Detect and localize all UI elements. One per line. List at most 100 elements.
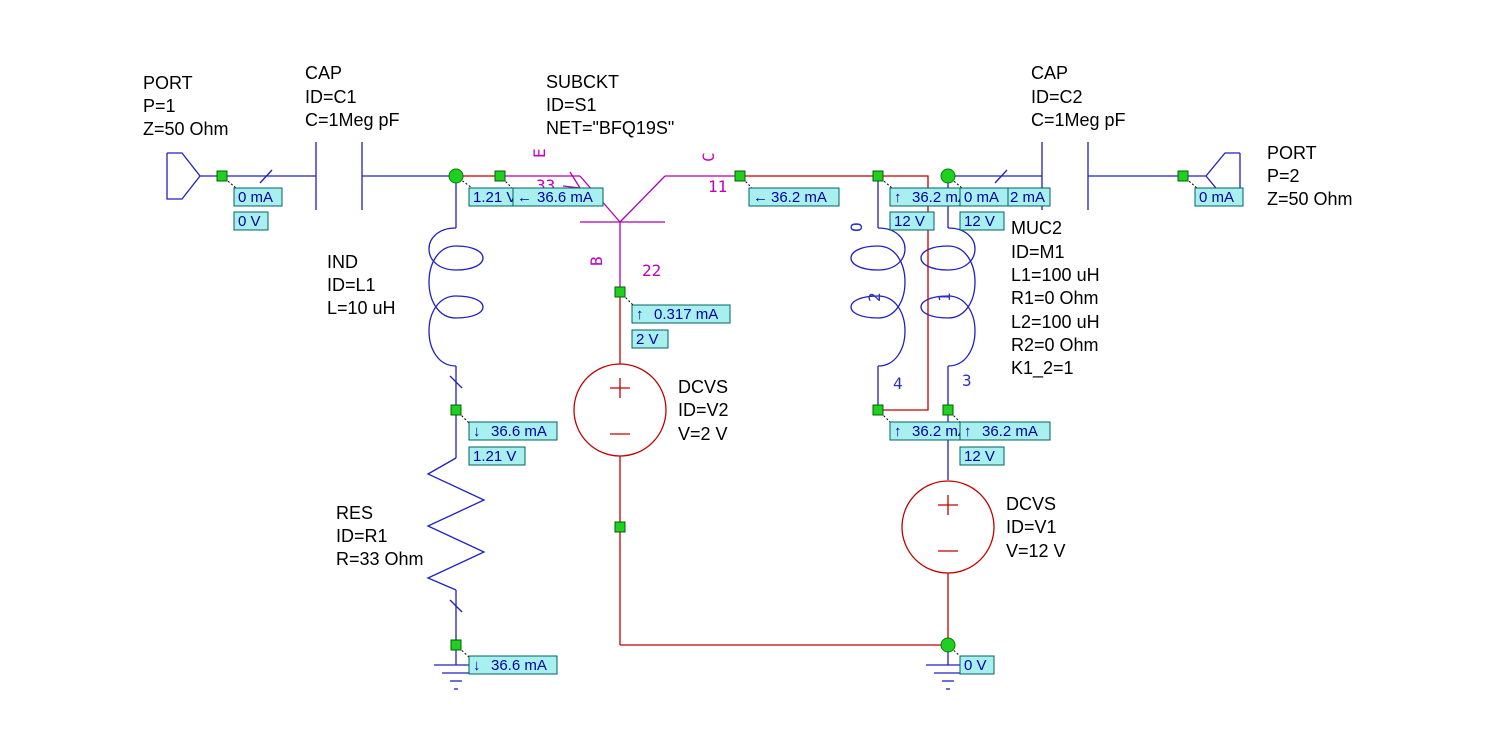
node-port1 xyxy=(216,170,228,182)
svg-text:↑: ↑ xyxy=(636,306,644,323)
dcvs2-v: V=2 V xyxy=(678,424,728,444)
muc2-type: MUC2 xyxy=(1011,218,1062,238)
res-type: RES xyxy=(336,503,373,523)
cap2-c: C=1Meg pF xyxy=(1031,110,1126,130)
subckt-id: ID=S1 xyxy=(546,95,597,115)
ind-l: L=10 uH xyxy=(327,298,396,318)
svg-text:12 V: 12 V xyxy=(964,213,995,230)
muc2-r1: R1=0 Ohm xyxy=(1011,288,1099,308)
muc2-coil1-label: 1 xyxy=(935,292,954,302)
muc2-id: ID=M1 xyxy=(1011,242,1065,262)
node-emitter xyxy=(494,170,506,182)
port1-p: P=1 xyxy=(143,96,176,116)
cap1-id: ID=C1 xyxy=(305,87,357,107)
svg-text:0 mA: 0 mA xyxy=(238,189,273,206)
svg-text:2 V: 2 V xyxy=(636,331,659,348)
dcvs1-type: DCVS xyxy=(1006,494,1056,514)
svg-text:0 V: 0 V xyxy=(238,213,261,230)
dcvs1-id: ID=V1 xyxy=(1006,517,1057,537)
node-ground-left xyxy=(450,639,462,651)
svg-text:36.2 mA: 36.2 mA xyxy=(771,189,827,206)
muc2-l2: L2=100 uH xyxy=(1011,312,1100,332)
muc2-l1: L1=100 uH xyxy=(1011,265,1100,285)
cap2-type: CAP xyxy=(1031,63,1068,83)
node-emitter-junction xyxy=(448,168,464,184)
dcvs-v2[interactable] xyxy=(573,292,667,645)
ann-muc-top-v1[interactable]: 12 V xyxy=(959,211,1005,231)
ann-gnd-r-i[interactable]: ↓ 36.6 mA xyxy=(468,655,558,675)
port2-p: P=2 xyxy=(1267,166,1300,186)
ann-port1-i[interactable]: 0 mA xyxy=(233,187,283,207)
ann-cap2-i-hidden[interactable]: 2 mA xyxy=(997,187,1051,207)
inductor-l1[interactable] xyxy=(428,176,484,410)
muc2-k: K1_2=1 xyxy=(1011,358,1074,379)
subckt-node-22: 22 xyxy=(642,261,661,280)
ind-type: IND xyxy=(327,252,358,272)
svg-text:0 mA: 0 mA xyxy=(964,189,999,206)
muc2-node4: 4 xyxy=(893,374,903,393)
dcvs-v1[interactable] xyxy=(901,410,995,645)
svg-text:12 V: 12 V xyxy=(964,448,995,465)
svg-text:↓: ↓ xyxy=(473,423,481,440)
res-id: ID=R1 xyxy=(336,526,388,546)
ann-ind-i[interactable]: ↓ 36.6 mA xyxy=(468,421,558,441)
node-v2-bottom xyxy=(614,521,626,533)
port2-type: PORT xyxy=(1267,143,1317,163)
node-muc-top1 xyxy=(940,168,956,184)
subckt-pin-b: B xyxy=(587,256,606,266)
dcvs1-v: V=12 V xyxy=(1006,541,1066,561)
ann-muc-top-i[interactable]: ↑ 36.2 mA xyxy=(889,187,981,207)
node-muc-bot1 xyxy=(942,404,954,416)
dcvs2-id: ID=V2 xyxy=(678,400,729,420)
muc2-transformer[interactable] xyxy=(850,175,976,411)
cap1-c: C=1Meg pF xyxy=(305,110,400,130)
ind-id: ID=L1 xyxy=(327,275,376,295)
node-port2 xyxy=(1177,170,1189,182)
svg-text:36.6 mA: 36.6 mA xyxy=(491,657,547,674)
node-base xyxy=(614,286,626,298)
port1-type: PORT xyxy=(143,73,193,93)
ann-ind-v[interactable]: 1.21 V xyxy=(468,446,526,466)
node-muc-top2 xyxy=(872,170,884,182)
svg-text:2 mA: 2 mA xyxy=(1010,189,1045,206)
cap2-id: ID=C2 xyxy=(1031,87,1083,107)
ann-muc-bot-v[interactable]: 12 V xyxy=(959,446,1005,466)
muc2-pin-o: O xyxy=(847,222,866,232)
port2-z: Z=50 Ohm xyxy=(1267,189,1353,209)
svg-text:↑: ↑ xyxy=(964,423,972,440)
cap1-symbol[interactable] xyxy=(315,142,456,210)
subckt-net: NET="BFQ19S" xyxy=(546,118,674,138)
svg-text:0 V: 0 V xyxy=(964,657,987,674)
ann-base-v[interactable]: 2 V xyxy=(631,329,669,349)
subckt-pin-e: E xyxy=(530,148,549,158)
ann-port1-v[interactable]: 0 V xyxy=(233,211,269,231)
annotation-leaders xyxy=(221,175,1198,659)
ann-muc-top-v2[interactable]: 12 V xyxy=(889,211,935,231)
svg-text:0.317 mA: 0.317 mA xyxy=(654,306,718,323)
node-markers xyxy=(216,168,1189,653)
svg-text:←: ← xyxy=(517,189,532,206)
ann-emitter-i[interactable]: ← 36.6 mA xyxy=(512,187,604,207)
ann-collector-i[interactable]: ← 36.2 mA xyxy=(748,187,840,207)
svg-text:↓: ↓ xyxy=(473,657,481,674)
node-ground-right xyxy=(940,637,956,653)
svg-text:1.21 V: 1.21 V xyxy=(473,448,516,465)
node-ind-bottom xyxy=(450,404,462,416)
svg-text:↑: ↑ xyxy=(894,189,902,206)
ann-port2-i[interactable]: 0 mA xyxy=(1194,187,1244,207)
svg-text:1.21 V: 1.21 V xyxy=(473,189,516,206)
ann-cap2-i[interactable]: 0 mA xyxy=(959,187,1009,207)
resistor-r1[interactable] xyxy=(426,410,486,645)
subckt-node-11: 11 xyxy=(708,177,727,196)
muc2-node3: 3 xyxy=(962,371,972,390)
svg-text:36.2 mA: 36.2 mA xyxy=(912,189,968,206)
svg-text:↑: ↑ xyxy=(894,423,902,440)
cap1-type: CAP xyxy=(305,63,342,83)
res-r: R=33 Ohm xyxy=(336,549,424,569)
ann-base-i[interactable]: ↑ 0.317 mA xyxy=(631,304,731,324)
ann-gnd-v[interactable]: 0 V xyxy=(959,655,995,675)
ann-emitter-v[interactable]: 1.21 V xyxy=(468,187,518,207)
ann-muc-bot-i1[interactable]: ↑ 36.2 mA xyxy=(959,421,1051,441)
svg-text:12 V: 12 V xyxy=(894,213,925,230)
